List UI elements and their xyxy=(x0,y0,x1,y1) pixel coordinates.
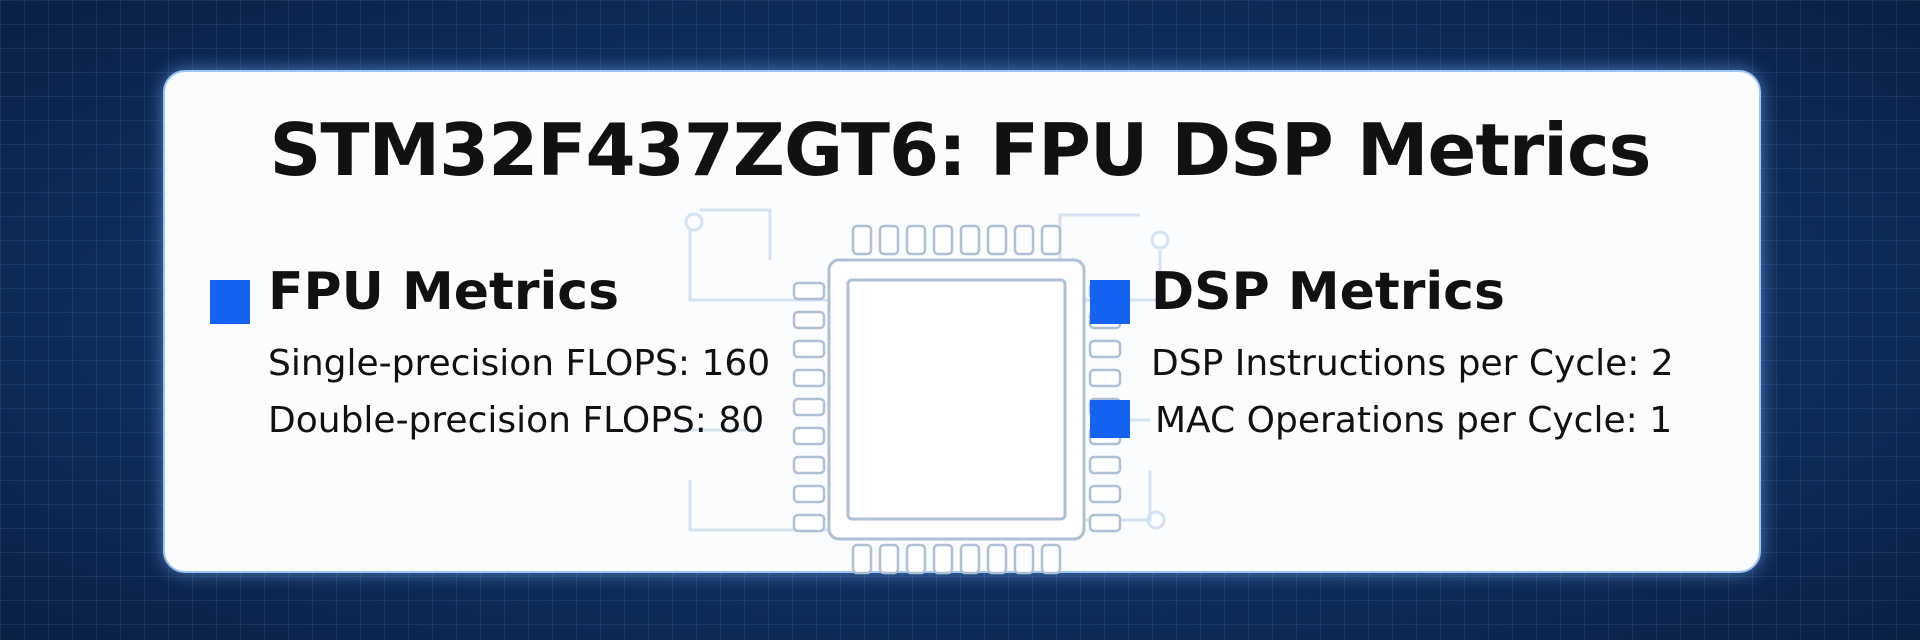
chip-pin xyxy=(1013,543,1035,575)
fpu-single-precision: Single-precision FLOPS: 160 xyxy=(268,343,771,384)
fpu-heading: FPU Metrics xyxy=(268,262,620,322)
chip-pin xyxy=(792,281,826,301)
chip-pin xyxy=(1013,224,1035,256)
chip-pin xyxy=(792,484,826,504)
chip-pin xyxy=(792,397,826,417)
chip-pin xyxy=(986,224,1008,256)
square-bullet-icon xyxy=(1090,280,1130,324)
chip-pin xyxy=(1040,543,1062,575)
fpu-double-precision: Double-precision FLOPS: 80 xyxy=(268,400,765,441)
chip-pin xyxy=(1088,368,1122,388)
chip-pin xyxy=(851,224,873,256)
dsp-mac-operations: MAC Operations per Cycle: 1 xyxy=(1155,400,1673,441)
chip-pin xyxy=(792,455,826,475)
chip-pin xyxy=(792,310,826,330)
chip-pin xyxy=(1088,455,1122,475)
chip-pin xyxy=(932,224,954,256)
chip-pin xyxy=(792,339,826,359)
square-bullet-icon xyxy=(210,280,250,324)
chip-pin xyxy=(905,543,927,575)
chip-pin xyxy=(792,513,826,533)
chip-pin xyxy=(959,543,981,575)
chip-pin xyxy=(792,426,826,446)
dsp-heading: DSP Metrics xyxy=(1151,262,1505,322)
chip-pin xyxy=(905,224,927,256)
chip-pin xyxy=(792,368,826,388)
chip-pin xyxy=(878,543,900,575)
square-bullet-icon xyxy=(1090,400,1130,438)
chip-pin xyxy=(959,224,981,256)
chip-pin xyxy=(986,543,1008,575)
chip-pin xyxy=(1088,513,1122,533)
chip-pin xyxy=(932,543,954,575)
dsp-instructions: DSP Instructions per Cycle: 2 xyxy=(1151,343,1674,384)
chip-pin xyxy=(851,543,873,575)
chip-pin xyxy=(1088,484,1122,504)
page-title: STM32F437ZGT6: FPU DSP Metrics xyxy=(269,108,1652,192)
chip-pin xyxy=(1040,224,1062,256)
chip-pin xyxy=(1088,339,1122,359)
chip-pin xyxy=(878,224,900,256)
